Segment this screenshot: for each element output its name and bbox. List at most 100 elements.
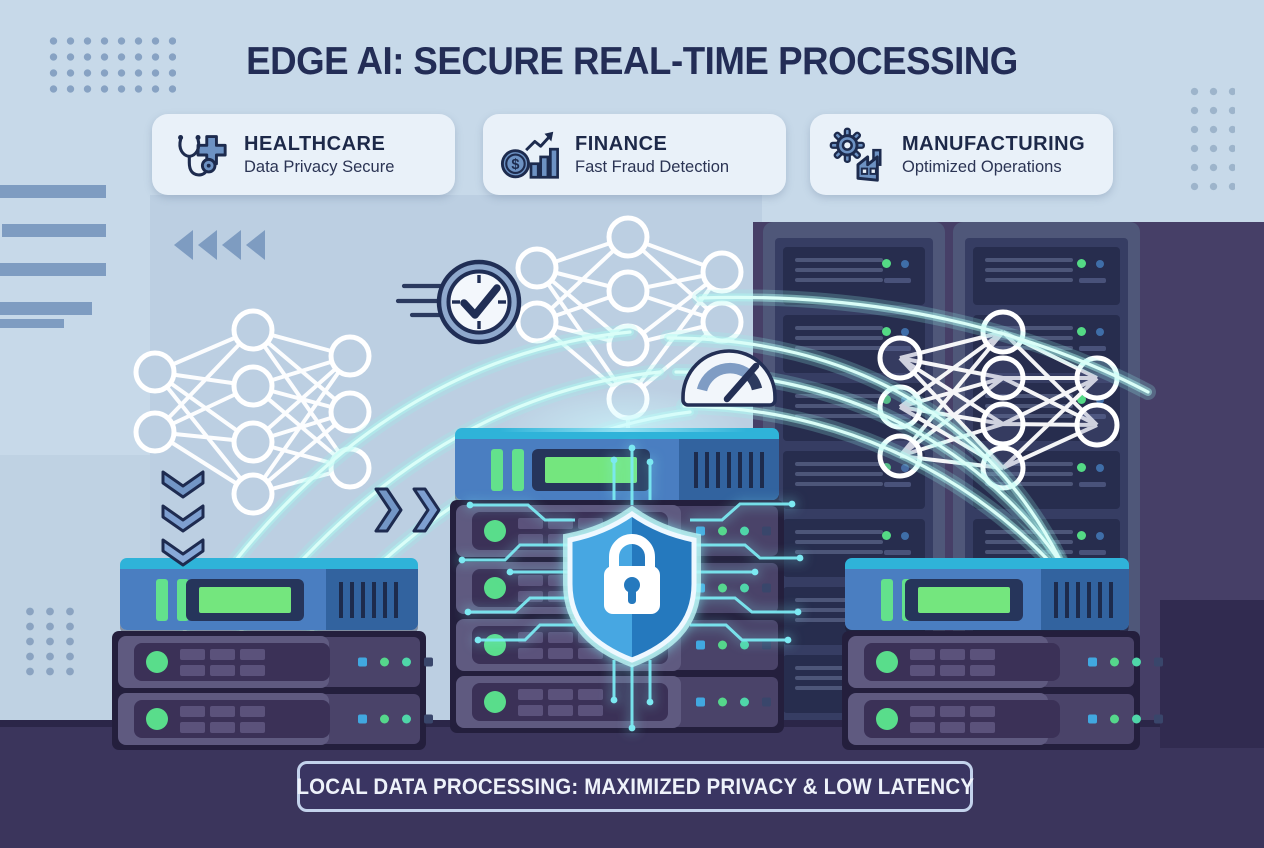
blue-led [1096,532,1104,540]
card-text: HEALTHCARE Data Privacy Secure [244,133,394,177]
status-screen [532,448,651,491]
slot-line [985,326,1073,330]
floor-shadow [1160,600,1264,748]
circuit-pads [458,444,804,732]
panel-button [548,590,573,602]
status-led [718,526,727,536]
status-led [424,657,433,667]
down-chevrons-icon [160,470,206,568]
control-panel [134,700,330,738]
status-led [696,697,705,707]
checkmark [460,284,501,319]
lock-icon [604,534,660,614]
panel-button [518,574,543,586]
slot-dash [1079,482,1106,487]
vent-grille [678,439,779,500]
status-led [762,640,771,650]
rack-slot [973,247,1120,305]
side-bar-decoration [0,263,106,276]
panel-button [240,721,265,733]
rack-slot [973,383,1120,441]
vent-grille [1040,569,1129,630]
slot-line [795,462,883,466]
edge-server-top-unit [455,428,779,500]
panel-button [240,705,265,717]
slot-line [795,530,883,534]
edge-server-top-unit [845,558,1129,630]
status-led [1154,657,1163,667]
card-subtitle: Data Privacy Secure [244,157,395,176]
title-bold: EDGE AI: [246,40,404,83]
slot-dash [884,482,911,487]
panel-button [548,517,573,529]
green-led [882,259,891,268]
panel-button [970,648,995,660]
dot-grid-decoration [45,33,176,93]
gear [829,127,865,163]
slot-line [985,462,1073,466]
dot-grid-decoration [20,604,82,682]
panel-button [180,648,205,660]
slot-dash [1079,414,1106,419]
slot-line [985,278,1073,282]
stethoscope-cross-icon [178,134,227,176]
blue-led [901,328,909,336]
status-led [762,697,771,707]
panel-button [578,517,603,529]
green-led [1077,395,1086,404]
panel-button [940,721,965,733]
panel-button [518,533,543,545]
panel-button [910,648,935,660]
title-rest: SECURE REAL-TIME PROCESSING [413,40,1018,83]
side-bar-decoration [2,224,106,237]
status-led [402,714,411,724]
unit-body [120,569,418,630]
status-led [718,640,727,650]
power-led [146,708,168,730]
green-led [1077,463,1086,472]
panel-button [910,664,935,676]
status-led [696,640,705,650]
panel-button [210,721,235,733]
slot-line [985,394,1073,398]
power-led [484,577,506,599]
circuit-traces [462,448,800,728]
panel-button [548,704,573,716]
green-led [882,327,891,336]
green-led [882,531,891,540]
slot-line [795,608,883,612]
status-led [762,583,771,593]
panel-button [940,705,965,717]
panel-button [910,705,935,717]
blue-led [1096,260,1104,268]
card-title: FINANCE [575,132,668,155]
server-unit [456,676,778,728]
green-led [1077,327,1086,336]
slot-line [795,482,883,486]
status-led [1088,657,1097,667]
status-led [358,657,367,667]
status-led [1088,714,1097,724]
power-led [484,691,506,713]
control-panel [472,683,668,721]
industry-card-finance: $ FINANCE Fast Fraud Detection [483,114,786,195]
panel-button [970,721,995,733]
coin-bar-chart-icon: $ [500,131,559,179]
industry-card-manufacturing: MANUFACTURING Optimized Operations [810,114,1113,195]
clock-ticks [452,275,506,329]
left-triangles-icon [174,230,265,260]
unit-body [455,439,779,500]
status-led [762,526,771,536]
power-led [876,651,898,673]
gauge-icon [681,349,777,407]
slot-line [795,336,883,340]
dollar-sign: $ [511,157,519,173]
card-title: MANUFACTURING [902,132,1086,155]
server-unit [848,636,1163,688]
status-led [424,714,433,724]
unit-top-strip [120,558,418,569]
slot-dash [1079,346,1106,351]
slot-line [985,472,1073,476]
panel-button [518,647,543,659]
